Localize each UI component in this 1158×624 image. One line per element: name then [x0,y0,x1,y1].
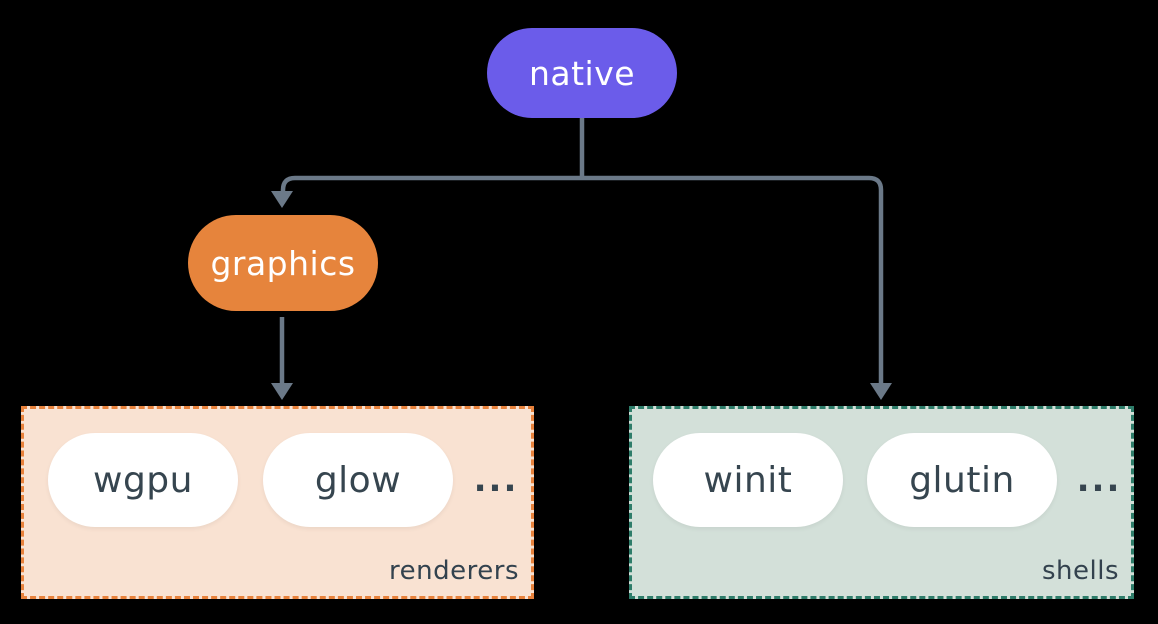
group-renderers: wgpu glow ... renderers [21,406,534,599]
pill-glow: glow [263,433,453,527]
arrowhead-shells-icon [870,383,892,400]
pill-glutin: glutin [867,433,1057,527]
node-graphics: graphics [188,215,378,311]
group-label-shells: shells [1041,556,1119,586]
pill-winit: winit [653,433,843,527]
pill-wgpu: wgpu [48,433,238,527]
arrowhead-renderers-icon [271,383,293,400]
ellipsis-renderers: ... [473,460,519,500]
node-native: native [487,28,677,118]
group-shells: winit glutin ... shells [629,406,1134,599]
arrowhead-graphics-icon [271,191,293,208]
group-label-renderers: renderers [389,556,519,586]
ellipsis-shells: ... [1076,460,1122,500]
